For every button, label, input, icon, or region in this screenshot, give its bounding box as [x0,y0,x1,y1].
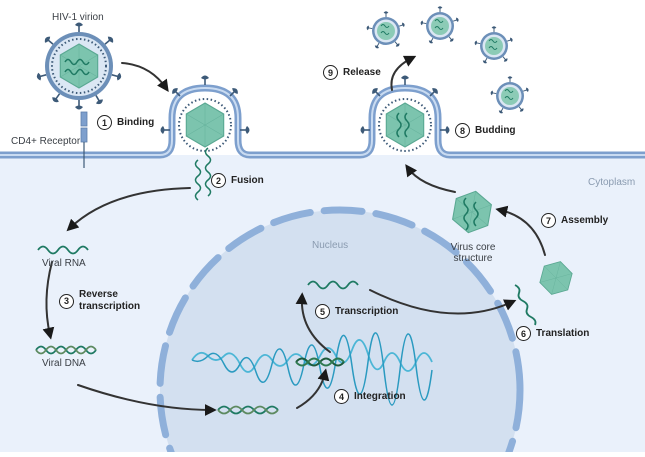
step-integration: 4 Integration [334,389,406,404]
viral-rna-label: Viral RNA [42,258,86,269]
virus-core-label-line2: structure [453,253,493,264]
step-number: 2 [211,173,226,188]
step-translation: 6 Translation [516,326,589,341]
step-label: Assembly [561,214,609,226]
step-binding: 1 Binding [97,115,154,130]
released-virion-icon [490,76,529,114]
step-transcription: 5 Transcription [315,304,398,319]
virus-core-icon [450,187,494,237]
step-number: 6 [516,326,531,341]
step-label: Budding [475,124,516,136]
step-number: 8 [455,123,470,138]
cd4-receptor-icon [80,111,88,168]
step-label: Transcription [335,305,399,317]
step-label: Integration [354,390,406,402]
hiv-virion-icon [35,21,123,111]
released-virion-icon [366,11,405,49]
arrow-reverse-transcription [42,261,55,340]
arrow-fusion [66,187,191,232]
released-virion-icon [474,26,513,64]
step-release: 9 Release [323,65,381,80]
step-budding: 8 Budding [455,123,516,138]
step-label: Translation [536,327,590,339]
step-number: 4 [334,389,349,404]
process-arrows [42,55,546,416]
virion-label: HIV-1 virion [52,12,104,23]
arrow-binding [121,62,169,92]
receptor-label: CD4+ Receptor [11,136,81,147]
arrow-assembly [495,205,546,256]
step-label: Fusion [231,174,264,186]
arrow-release [390,55,417,91]
viral-dna-label: Viral DNA [42,358,86,369]
arrow-to-nucleus [77,384,217,416]
step-number: 9 [323,65,338,80]
host-dna-icon [191,332,433,406]
step-reverse-transcription: 3 Reverse transcription [59,289,140,313]
fusing-virus-icon [178,98,232,152]
integrating-dna-icon [217,405,279,415]
step-assembly: 7 Assembly [541,213,608,228]
arrow-integration [296,368,330,409]
translated-rna-icon [514,284,537,326]
viral-rna-icon [37,245,89,255]
step-number: 7 [541,213,556,228]
step-number: 3 [59,293,74,309]
step-label: Binding [117,116,155,128]
nucleus [160,210,520,457]
step-fusion: 2 Fusion [211,173,264,188]
step-number: 5 [315,304,330,319]
arrow-export [369,289,517,315]
released-rna-icon [204,147,212,197]
budding-virus-icon [378,98,432,152]
nuclear-envelope [156,206,524,457]
virus-core-label-line1: Virus core [450,242,496,253]
viral-dna-icon [35,345,97,355]
cell-membrane [0,84,645,159]
step-label: Release [343,66,381,78]
step-label: Reverse transcription [79,289,141,312]
released-virion-icon [420,6,459,44]
arrow-to-budding [405,164,456,193]
cytoplasm-label: Cytoplasm [588,177,636,188]
virus-core-label: Virus core structure [448,242,498,264]
arrow-transcription [295,292,331,353]
step-number: 1 [97,115,112,130]
nucleus-label: Nucleus [312,240,349,251]
mrna-icon [307,280,359,290]
